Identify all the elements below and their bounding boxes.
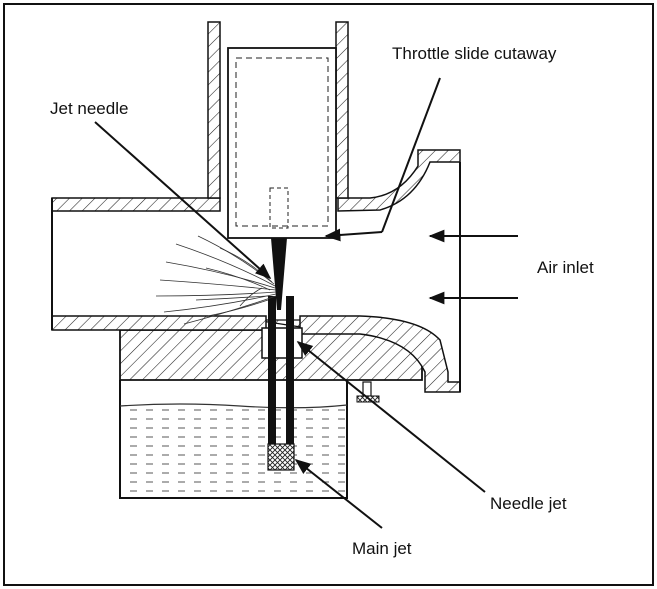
venturi-outline (51, 162, 461, 392)
main-jet (267, 443, 295, 471)
float-bowl (119, 380, 348, 499)
annotation-lines (94, 77, 518, 529)
jet-needle (271, 238, 287, 310)
venturi-upper-wall-right (337, 149, 461, 212)
throttle-slide (227, 47, 337, 239)
venturi-lower-wall (51, 315, 267, 331)
figure-frame (3, 3, 654, 586)
venturi-upper-wall (51, 197, 221, 212)
label-air-inlet: Air inlet (537, 258, 594, 277)
label-jet-needle: Jet needle (50, 99, 128, 118)
label-throttle-slide-cutaway: Throttle slide cutaway (392, 44, 557, 63)
label-main-jet: Main jet (352, 539, 412, 558)
fuel-spray (155, 235, 277, 325)
label-needle-jet: Needle jet (490, 494, 567, 513)
